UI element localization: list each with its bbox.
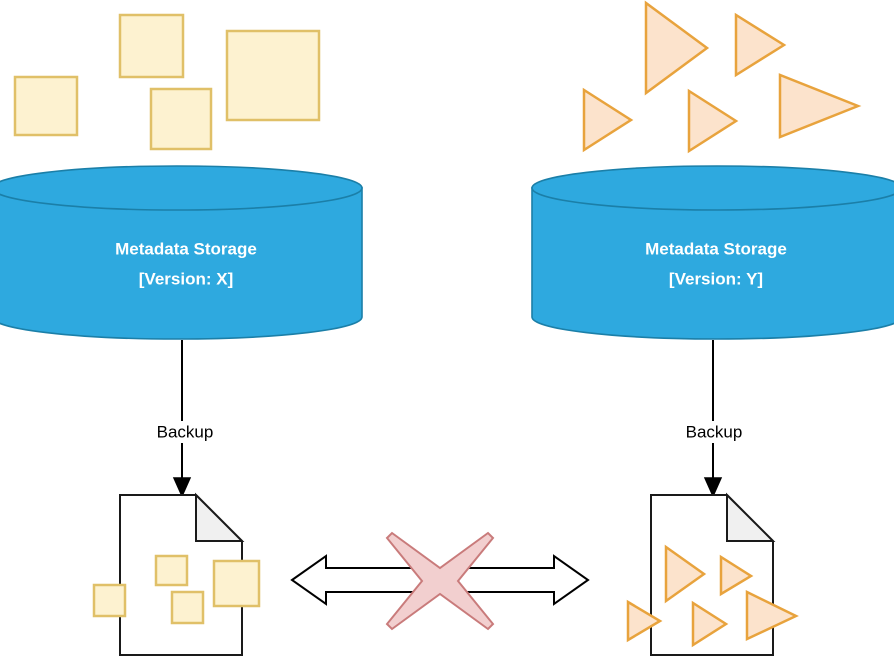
right-loose-triangles-group bbox=[582, 0, 862, 154]
cylinder-body bbox=[531, 187, 894, 340]
backup-arrow-head bbox=[703, 477, 723, 498]
document-content-squares bbox=[92, 554, 261, 625]
content-triangle bbox=[719, 554, 754, 597]
loose-triangle bbox=[778, 73, 862, 139]
content-square bbox=[170, 590, 205, 625]
right-backup-arrow: Backup bbox=[673, 340, 755, 498]
left-backup-label: Backup bbox=[157, 422, 214, 441]
document-content-triangles bbox=[626, 544, 799, 648]
loose-triangle bbox=[734, 12, 787, 78]
cylinder-top-ellipse bbox=[531, 165, 894, 211]
left-storage-label-line2: [Version: X] bbox=[139, 269, 233, 288]
content-square bbox=[92, 583, 127, 618]
right-metadata-storage-cylinder[interactable]: Metadata Storage [Version: Y] bbox=[531, 165, 894, 340]
cross-shape bbox=[385, 531, 495, 631]
left-storage-label-line1: Metadata Storage bbox=[115, 239, 257, 258]
right-storage-label-line1: Metadata Storage bbox=[645, 239, 787, 258]
loose-square bbox=[149, 87, 213, 151]
loose-triangle bbox=[687, 88, 739, 154]
content-triangle bbox=[745, 589, 799, 641]
document-fold-corner bbox=[726, 492, 776, 542]
loose-square bbox=[13, 75, 79, 137]
document-fold-corner bbox=[195, 492, 245, 542]
cylinder-body bbox=[0, 187, 363, 340]
right-backup-label: Backup bbox=[686, 422, 743, 441]
content-triangle bbox=[664, 544, 707, 604]
incompatible-cross-icon bbox=[385, 531, 495, 631]
content-square bbox=[154, 554, 189, 587]
content-triangle bbox=[626, 599, 663, 643]
content-triangle bbox=[691, 600, 729, 648]
left-backup-document[interactable] bbox=[92, 492, 261, 656]
left-backup-arrow: Backup bbox=[144, 340, 226, 498]
right-backup-document[interactable] bbox=[626, 492, 799, 656]
loose-triangle bbox=[582, 87, 634, 153]
right-storage-label-line2: [Version: Y] bbox=[669, 269, 763, 288]
backup-label-backdrop bbox=[144, 421, 226, 443]
loose-triangle bbox=[644, 0, 710, 96]
backup-label-backdrop bbox=[673, 421, 755, 443]
left-loose-squares-group bbox=[13, 13, 321, 151]
backup-arrow-head bbox=[172, 477, 192, 498]
cylinder-top-ellipse bbox=[0, 165, 363, 211]
loose-square bbox=[118, 13, 185, 79]
loose-square bbox=[225, 29, 321, 122]
content-square bbox=[212, 559, 261, 608]
left-metadata-storage-cylinder[interactable]: Metadata Storage [Version: X] bbox=[0, 165, 363, 340]
